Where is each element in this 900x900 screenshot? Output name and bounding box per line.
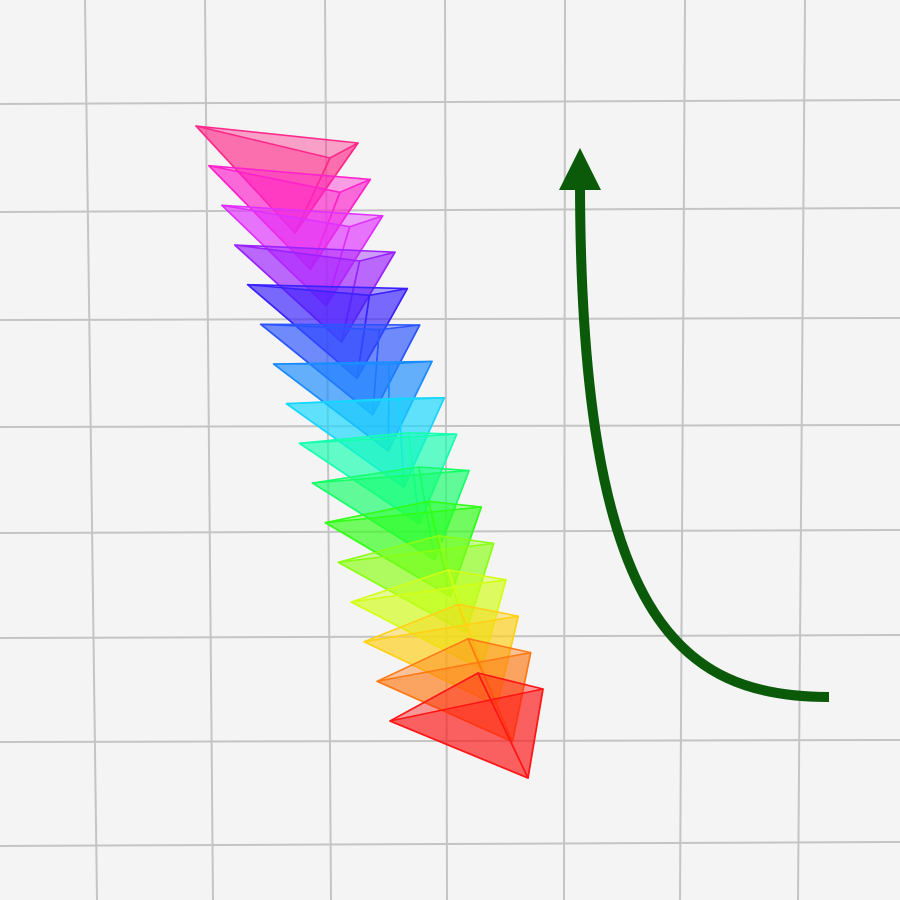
pyramid [337,534,495,634]
pyramid-face [408,431,458,525]
pyramid-face [467,637,532,743]
pyramid [298,431,458,525]
grid-line-horizontal [0,841,900,847]
pyramid [285,396,446,489]
pyramid [221,204,384,307]
rotation-arrow-curve [575,179,830,702]
pyramid [272,360,433,452]
grid-line-horizontal [0,529,900,534]
grid-line-vertical [324,0,332,900]
pyramid-face [477,672,544,779]
pyramid-face [371,324,421,416]
pyramid [246,283,409,380]
pyramid [324,500,483,598]
grid-line-vertical [204,0,214,900]
pyramid [350,569,507,670]
grid-line-vertical [563,0,566,900]
pyramid [389,672,544,779]
grid-line-vertical [444,0,448,900]
grid-line-horizontal [0,424,900,428]
pyramid-face [457,603,520,707]
pyramid [259,323,421,416]
pyramid [234,244,396,343]
pyramid-face [387,360,433,452]
pyramid-face [340,251,396,343]
grid-line-horizontal [0,317,900,321]
grid-line-vertical [679,0,686,900]
pyramid-face [417,466,470,561]
grid-line-horizontal [0,207,900,213]
grid-line-horizontal [0,634,900,639]
grid-line-horizontal [0,99,900,105]
grid-line-vertical [84,0,98,900]
pyramid-face [398,396,446,489]
rotation-arrow [559,148,830,702]
grid-line-horizontal [0,739,900,743]
pyramid-sequence [195,125,544,779]
pyramid-face [356,287,409,380]
arrow-head-icon [559,148,601,190]
grid-line-vertical [797,0,806,900]
pyramid-face [437,534,495,634]
